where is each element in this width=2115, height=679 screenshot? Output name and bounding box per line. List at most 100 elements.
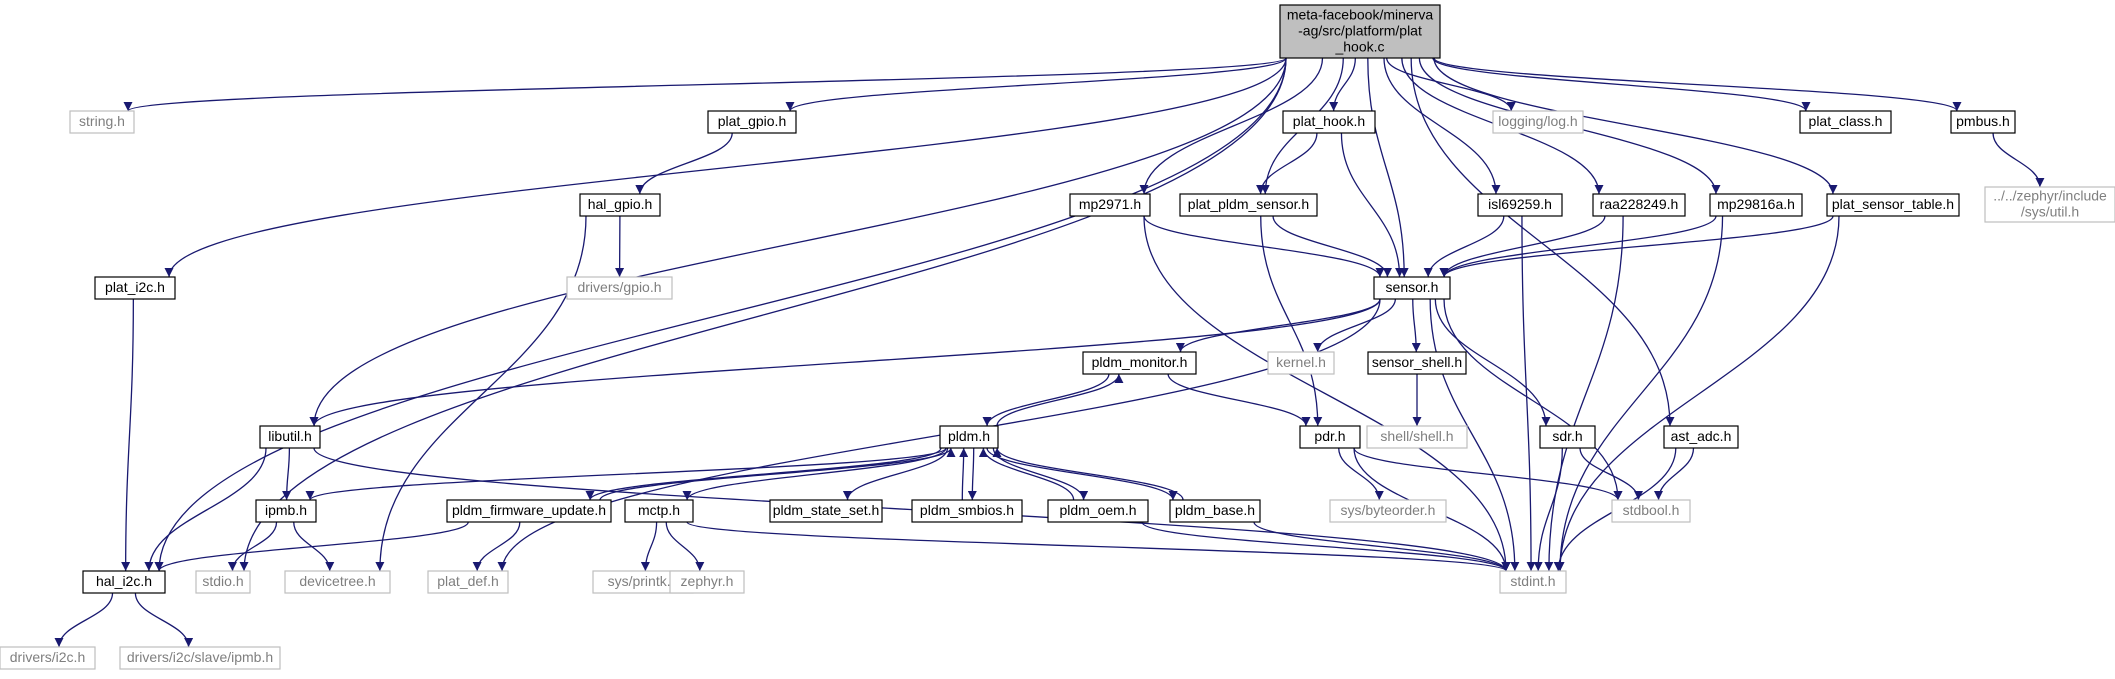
edge-sensor_h-to-sensor_shell_h: [1411, 298, 1421, 353]
node-label: isl69259.h: [1488, 196, 1552, 212]
node-sdr-h[interactable]: sdr.h: [1539, 425, 1596, 449]
node-label: plat_gpio.h: [718, 113, 787, 129]
node-plat-i2c-h[interactable]: plat_i2c.h: [94, 276, 176, 300]
node-box: [769, 499, 883, 523]
node-label: mp2971.h: [1079, 196, 1141, 212]
node-label: ../../zephyr/include: [1993, 188, 2107, 204]
node-pmbus-h[interactable]: pmbus.h: [1950, 110, 2016, 134]
node-mctp-h[interactable]: mctp.h: [624, 499, 694, 523]
node-zephyr-h: zephyr.h: [669, 570, 745, 594]
node-plat-pldm-sensor-h[interactable]: plat_pldm_sensor.h: [1179, 193, 1318, 217]
node-box: [1611, 499, 1691, 523]
node-hal-gpio-h[interactable]: hal_gpio.h: [579, 193, 661, 217]
edge-hal_i2c_h-to-drivers_i2c_slave_ipmb_h: [134, 592, 194, 648]
node-box: [1329, 499, 1447, 523]
edge-root-to-plat_hook_h: [1329, 57, 1356, 112]
node-plat-gpio-h[interactable]: plat_gpio.h: [707, 110, 797, 134]
node-plat-class-h[interactable]: plat_class.h: [1799, 110, 1892, 134]
node-label: kernel.h: [1276, 354, 1326, 370]
node-pldm-smbios-h[interactable]: pldm_smbios.h: [911, 499, 1023, 523]
edge-root-to-ast_adc_h: [1410, 57, 1675, 427]
edge-ipmb_h-to-stdio_h: [227, 521, 278, 572]
node-root[interactable]: meta-facebook/minerva-ag/src/platform/pl…: [1279, 4, 1441, 59]
node-label: ipmb.h: [265, 502, 307, 518]
edge-pldm_firmware_update_h-to-pldm_h: [599, 447, 956, 501]
node-box: [1826, 193, 1960, 217]
node-sensor-h[interactable]: sensor.h: [1373, 276, 1451, 300]
edge-sensor_h-to-stdbool_h: [1443, 298, 1623, 501]
node-box: [1709, 193, 1803, 217]
node-ast-adc-h[interactable]: ast_adc.h: [1663, 425, 1739, 449]
node-pldm-h[interactable]: pldm.h: [939, 425, 999, 449]
edge-mp2971_h-to-sensor_h: [1143, 215, 1385, 278]
node-mp2971-h[interactable]: mp2971.h: [1069, 193, 1151, 217]
node-label: pmbus.h: [1956, 113, 2010, 129]
edge-pldm_h-to-pldm_state_set_h: [842, 447, 949, 501]
edge-mp29816a_h-to-stdint_h: [1555, 215, 1724, 572]
node-box: [1069, 193, 1151, 217]
node-shell-shell-h: shell/shell.h: [1366, 425, 1468, 449]
node-pldm-firmware-update-h[interactable]: pldm_firmware_update.h: [446, 499, 612, 523]
node-box: [1267, 351, 1335, 375]
node-plat-sensor-table-h[interactable]: plat_sensor_table.h: [1826, 193, 1960, 217]
edge-plat_hook_h-to-plat_pldm_sensor_h: [1256, 132, 1318, 195]
edge-root-to-stdio_h: [239, 57, 1287, 572]
node-box: [119, 646, 281, 670]
node-drivers-i2c-slave-ipmb-h: drivers/i2c/slave/ipmb.h: [119, 646, 281, 670]
node-stdio-h: stdio.h: [195, 570, 251, 594]
node-mp29816a-h[interactable]: mp29816a.h: [1709, 193, 1803, 217]
node-box: [1179, 193, 1318, 217]
node-hal-i2c-h[interactable]: hal_i2c.h: [82, 570, 166, 594]
edge-ast_adc_h-to-stdbool_h: [1654, 447, 1695, 501]
edge-plat_hook_h-to-sensor_h: [1340, 132, 1405, 278]
edge-root-to-libutil_h: [309, 57, 1287, 427]
node-label: plat_class.h: [1809, 113, 1883, 129]
node-pldm-oem-h[interactable]: pldm_oem.h: [1047, 499, 1149, 523]
node-pldm-state-set-h[interactable]: pldm_state_set.h: [769, 499, 883, 523]
node-label: drivers/gpio.h: [577, 279, 661, 295]
node-sensor-shell-h[interactable]: sensor_shell.h: [1367, 351, 1467, 375]
edge-root-to-mp2971_h: [1139, 57, 1324, 195]
edge-plat_sensor_table_h-to-sensor_h: [1439, 215, 1834, 278]
edge-root-to-logging_log_h: [1386, 57, 1516, 112]
node-box: [624, 499, 694, 523]
node-label: shell/shell.h: [1380, 428, 1453, 444]
node-label: raa228249.h: [1600, 196, 1679, 212]
node-pldm-base-h[interactable]: pldm_base.h: [1169, 499, 1261, 523]
node-isl69259-h[interactable]: isl69259.h: [1477, 193, 1563, 217]
node-box: [1279, 4, 1441, 59]
node-plat-hook-h[interactable]: plat_hook.h: [1282, 110, 1376, 134]
node-box: [1984, 186, 2115, 223]
node-box: [1799, 110, 1892, 134]
edge-isl69259_h-to-stdint_h: [1521, 215, 1536, 572]
edge-root-to-hal_i2c_h: [154, 57, 1287, 572]
node-box: [1082, 351, 1197, 375]
node-label: pldm_monitor.h: [1092, 354, 1188, 370]
node-drivers-i2c-h: drivers/i2c.h: [0, 646, 96, 670]
node-raa228249-h[interactable]: raa228249.h: [1592, 193, 1686, 217]
node-kernel-h: kernel.h: [1267, 351, 1335, 375]
edge-pldm_oem_h-to-stdint_h: [1141, 521, 1511, 572]
edge-sensor_h-to-stdint_h: [1429, 298, 1520, 572]
edge-hal_gpio_h-to-devicetree_h: [375, 215, 587, 572]
node-label: stdint.h: [1510, 573, 1555, 589]
node-ipmb-h[interactable]: ipmb.h: [255, 499, 317, 523]
edge-libutil_h-to-ipmb_h: [282, 447, 292, 501]
node-label: devicetree.h: [299, 573, 375, 589]
edge-hal_i2c_h-to-drivers_i2c_h: [54, 592, 114, 648]
edge-root-to-pmbus_h: [1433, 57, 1962, 112]
node-label: libutil.h: [268, 428, 312, 444]
node-string-h: string.h: [69, 110, 135, 134]
edge-pldm_h-to-pldm_firmware_update_h: [585, 447, 942, 501]
node-pldm-monitor-h[interactable]: pldm_monitor.h: [1082, 351, 1197, 375]
node-box: [1477, 193, 1563, 217]
node-stdbool-h: stdbool.h: [1611, 499, 1691, 523]
node-libutil-h[interactable]: libutil.h: [259, 425, 321, 449]
node-sys-printk-h: sys/printk.h: [592, 570, 694, 594]
node-box: [1373, 276, 1451, 300]
edge-isl69259_h-to-sensor_h: [1423, 215, 1505, 278]
node-pdr-h[interactable]: pdr.h: [1299, 425, 1361, 449]
node-box: [911, 499, 1023, 523]
node-box: [1539, 425, 1596, 449]
edge-pldm_h-to-pldm_smbios_h: [967, 447, 977, 501]
